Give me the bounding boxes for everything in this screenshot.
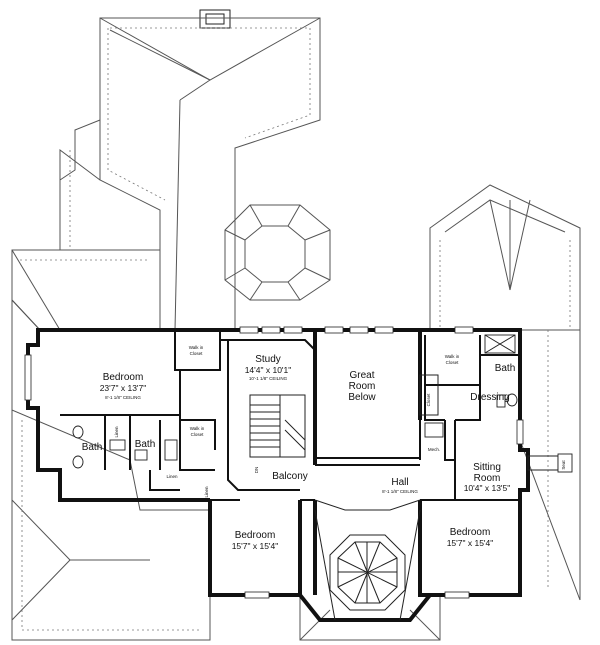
chimney: [199, 9, 231, 29]
bay-projection: [527, 455, 559, 471]
stair-dn-label: DN: [254, 467, 259, 474]
walkin-closet-c-line2: Closet: [446, 360, 460, 365]
bath-left-2: Bath: [135, 439, 156, 450]
walkin-closet-c-line1: Walk in: [445, 354, 460, 359]
great-room-line3: Below: [348, 392, 376, 403]
fixtures: [72, 334, 518, 469]
roof-outline: [11, 9, 581, 641]
bedroom-main-name: Bedroom: [103, 372, 144, 383]
closet-label: Closet: [426, 393, 431, 407]
bedroom-main-dim: 23'7" x 13'7": [100, 383, 147, 393]
room-labels: Bedroom 23'7" x 13'7" 8'-1 1/8" CEILING …: [82, 345, 516, 551]
closet-box: [419, 374, 439, 416]
turret-octagon: [314, 499, 421, 621]
study-name: Study: [255, 354, 281, 365]
toilet: [506, 393, 518, 407]
linen-a-label: Linen: [114, 426, 119, 438]
linen-c-label: Linen: [204, 486, 209, 498]
study-dim: 14'4" x 10'1": [245, 365, 292, 375]
walkin-closet-b-line1: Walk in: [190, 426, 205, 431]
bath-left-1: Bath: [82, 442, 103, 453]
bedroom-right-dim: 15'7" x 15'4": [447, 538, 494, 548]
bath-right: Bath: [495, 363, 516, 374]
balcony-name: Balcony: [272, 471, 308, 482]
sitting-room-line1: Sitting: [473, 462, 501, 473]
great-room-line2: Room: [349, 381, 376, 392]
dressing-name: Dressing: [470, 392, 509, 403]
bedroom-center-name: Bedroom: [235, 530, 276, 541]
walkin-closet-b-line2: Closet: [191, 432, 205, 437]
interior-walls: [60, 330, 520, 501]
bedroom-right-name: Bedroom: [450, 527, 491, 538]
toilet: [72, 455, 84, 469]
sitting-room-dim: 10'4" x 13'5": [464, 483, 511, 493]
walkin-closet-a-line1: Walk in: [189, 345, 204, 350]
mech-label: Mech.: [428, 447, 440, 452]
hall-ceiling: 8'-1 1/8" CEILING: [382, 489, 418, 494]
windows: [24, 326, 524, 599]
great-room-line1: Great: [349, 370, 374, 381]
seat-label: Seat: [561, 460, 566, 470]
hall-name: Hall: [391, 477, 408, 488]
seat-box: [557, 453, 573, 473]
bedroom-main-ceiling: 8'-1 1/8" CEILING: [105, 395, 141, 400]
study-ceiling: 10'-1 1/8" CEILING: [249, 376, 288, 381]
bedroom-center-dim: 15'7" x 15'4": [232, 541, 279, 551]
sitting-room-line2: Room: [474, 473, 501, 484]
toilet: [72, 425, 84, 439]
walkin-closet-a-line2: Closet: [190, 351, 204, 356]
linen-b-label: Linen: [166, 474, 178, 479]
mech-box: [424, 422, 444, 438]
